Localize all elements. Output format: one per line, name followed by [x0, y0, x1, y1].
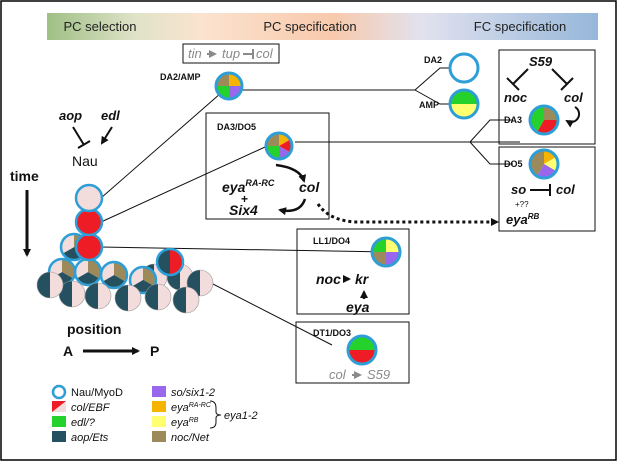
phase-header-band [47, 13, 598, 40]
gene-eya-ra: eyaRA-RC [222, 178, 275, 195]
cluster-cell-pink [74, 183, 104, 213]
cell-ll1do4 [370, 236, 402, 268]
legend-so: so/six1-2 [171, 387, 215, 399]
phase-pc-specification: PC specification [263, 19, 356, 34]
inhibit-s59-col [551, 68, 568, 85]
gene-so: so [511, 182, 526, 197]
legend-eya-rb: eyaRB [171, 417, 199, 429]
legend-bracket [209, 400, 222, 429]
cluster-cell [144, 283, 172, 311]
legend-swatch-nau [51, 384, 67, 400]
cell-amp [448, 88, 480, 120]
position-label: position [67, 321, 121, 337]
label-da3: DA3 [504, 115, 522, 125]
gene-kr: kr [355, 271, 370, 287]
box-da3 [498, 49, 596, 145]
label-do5: DO5 [504, 159, 523, 169]
line-to-da3 [469, 119, 513, 143]
line-to-do5 [469, 141, 513, 165]
box-ll1do4 [296, 228, 410, 315]
gene-s59: S59 [529, 54, 553, 69]
gene-col-da3do5: col [299, 179, 320, 195]
phase-pc-selection: PC selection [64, 19, 137, 34]
cell-do5 [528, 148, 560, 180]
line-to-da2 [414, 67, 449, 91]
gene-col-gray: col [256, 46, 274, 61]
unknown-factors: +?? [515, 200, 529, 209]
gene-edl: edl [101, 108, 120, 123]
cluster-cell-red [74, 232, 104, 262]
legend-noc: noc/Net [171, 432, 210, 444]
inhibit-aop-nau [72, 126, 85, 146]
phase-fc-specification: FC specification [474, 19, 566, 34]
cluster-cell [73, 257, 103, 287]
line-to-da3do5 [100, 146, 266, 223]
col-autoregulation-arrow [565, 106, 581, 128]
cluster-cell-red [155, 247, 185, 277]
line-to-amp [414, 89, 449, 105]
gene-noc-da3: noc [504, 90, 528, 105]
gene-eya-rb: eyaRB [506, 212, 539, 227]
label-ll1do4: LL1/DO4 [313, 236, 350, 246]
box-do5 [498, 146, 596, 232]
legend: Nau/MyoD col/EBF edl/? aop/Ets so/six1-2… [51, 384, 258, 444]
legend-edl: edl/? [71, 417, 96, 429]
gene-col-da3: col [564, 90, 583, 105]
legend-aop: aop/Ets [71, 432, 109, 444]
legend-eya-group: eya1-2 [224, 410, 258, 422]
axis-start-a: A [63, 343, 73, 359]
label-amp: AMP [419, 100, 439, 110]
cell-da2amp [214, 71, 244, 101]
label-da2: DA2 [424, 55, 442, 65]
arrow-eya-to-col [275, 163, 307, 183]
legend-swatch-edl [52, 416, 66, 427]
regulatory-boxes [205, 49, 596, 384]
plus-sign: + [241, 192, 248, 206]
label-da3do5: DA3/DO5 [217, 122, 256, 132]
line-to-da2amp [100, 92, 222, 199]
arrow-edl-nau [100, 126, 113, 145]
label-da2amp: DA2/AMP [160, 72, 201, 82]
cluster-cell [172, 286, 200, 314]
cluster-cell [99, 260, 129, 290]
cell-da3do5 [264, 131, 294, 161]
cell-cluster [36, 183, 214, 314]
legend-col: col/EBF [71, 402, 111, 414]
label-dt1do3: DT1/DO3 [313, 328, 351, 338]
cluster-cell [114, 284, 142, 312]
cell-da3 [528, 104, 560, 136]
legend-eya-ra: eyaRA-RC [171, 402, 212, 414]
gene-tup: tup [222, 46, 240, 61]
legend-swatch-aop [52, 431, 66, 442]
gene-tin: tin [188, 46, 202, 61]
dotted-arrow-to-eya-rb [316, 203, 499, 226]
legend-swatch-eya-ra [152, 401, 166, 412]
gene-eya-ll1: eya [346, 299, 370, 315]
time-label: time [10, 168, 39, 184]
gene-noc-ll1: noc [316, 271, 341, 287]
legend-nau: Nau/MyoD [71, 387, 123, 399]
gene-aop: aop [59, 108, 82, 123]
gene-nau: Nau [72, 153, 98, 169]
line-to-ll1do4 [100, 246, 387, 253]
legend-swatch-noc [152, 431, 166, 442]
cluster-cell [84, 282, 112, 310]
axis-end-p: P [150, 343, 159, 359]
legend-swatch-so [152, 386, 166, 397]
cell-dt1do3 [346, 334, 378, 366]
tin-tup-col-box: tin tup col [182, 43, 280, 64]
gene-six4: Six4 [229, 202, 258, 218]
cluster-cell-red [74, 207, 104, 237]
box-dt1do3 [295, 321, 410, 384]
gene-s59-gray: S59 [367, 367, 390, 382]
gene-col-gray-dt1: col [329, 367, 347, 382]
box-da3do5 [205, 112, 330, 220]
arrow-col-to-eya [278, 198, 307, 216]
gene-col-do5: col [556, 182, 575, 197]
legend-swatch-eya-rb [152, 416, 166, 427]
cell-da2 [448, 52, 480, 84]
inhibit-s59-noc [512, 68, 529, 85]
cluster-cell [36, 271, 64, 299]
